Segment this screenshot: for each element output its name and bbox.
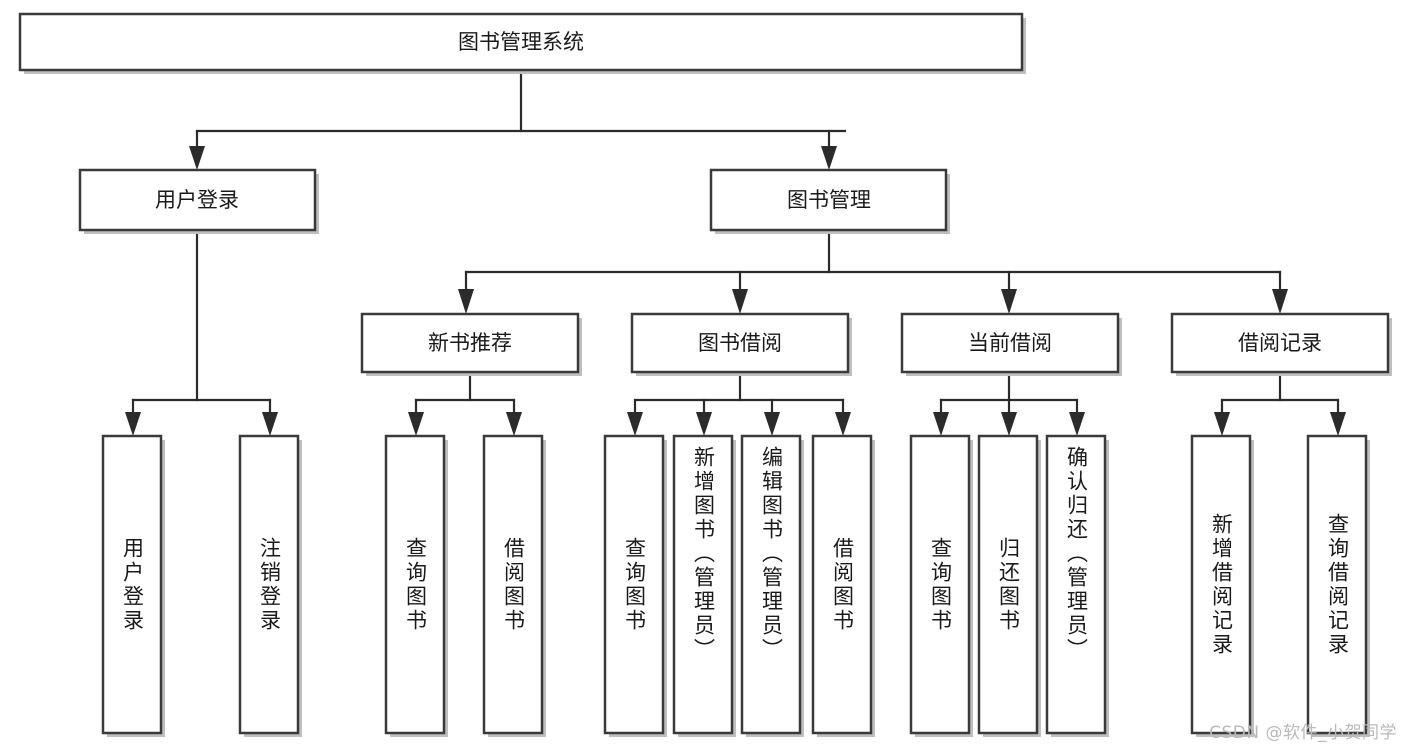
node-leaf-query-record[interactable] [1306, 434, 1370, 737]
node-leaf-query-book-3[interactable] [909, 434, 973, 737]
arrow-head-borrow-record [1272, 289, 1288, 314]
arrow-head-book-manage [821, 146, 837, 170]
arrow-head-book-borrow [732, 289, 748, 314]
node-user-login[interactable]: 用户登录 [78, 168, 319, 234]
connector-newbook-to-leaves [408, 373, 522, 436]
node-borrow-record[interactable]: 借阅记录 [1170, 312, 1392, 376]
arrow-head-user-login [189, 146, 205, 170]
node-book-borrow[interactable]: 图书借阅 [630, 312, 852, 376]
arrow-head-leaf-query-book-1 [408, 412, 424, 436]
node-current-borrow-label: 当前借阅 [968, 331, 1052, 355]
arrow-head-leaf-return-book [1001, 412, 1017, 436]
arrow-head-current-borrow [1001, 289, 1017, 314]
connector-bookborrow-to-leaves [627, 373, 851, 436]
leaf-boxes [101, 434, 1370, 737]
node-root[interactable]: 图书管理系统 [18, 12, 1026, 74]
arrow-head-new-book-recommend [458, 289, 474, 314]
node-leaf-user-login[interactable] [101, 434, 165, 737]
node-current-borrow[interactable]: 当前借阅 [900, 312, 1122, 376]
arrow-head-leaf-confirm-return [1069, 412, 1085, 436]
arrow-head-leaf-edit-book [764, 412, 780, 436]
node-root-label: 图书管理系统 [458, 30, 584, 54]
node-user-login-label: 用户登录 [155, 188, 239, 212]
connector-currentborrow-to-leaves [933, 373, 1085, 436]
arrow-head-leaf-borrow-book-2 [835, 412, 851, 436]
node-book-manage-label: 图书管理 [787, 188, 871, 212]
node-new-book-recommend[interactable]: 新书推荐 [360, 312, 582, 376]
connector-userlogin-to-leaves [125, 230, 278, 436]
node-leaf-borrow-book-2[interactable] [811, 434, 875, 737]
arrow-head-leaf-logout-login [262, 412, 278, 436]
arrow-head-leaf-add-book [696, 412, 712, 436]
connector-borrowrecord-to-leaves [1214, 373, 1346, 436]
node-leaf-query-book-1[interactable] [384, 434, 448, 737]
node-leaf-add-book[interactable] [672, 434, 736, 737]
connector-root-to-level2 [189, 70, 847, 170]
node-leaf-add-record[interactable] [1190, 434, 1254, 737]
node-leaf-confirm-return[interactable] [1045, 434, 1109, 737]
arrow-head-leaf-query-record [1330, 412, 1346, 436]
node-leaf-return-book[interactable] [977, 434, 1041, 737]
arrow-head-leaf-add-record [1214, 412, 1230, 436]
node-book-borrow-label: 图书借阅 [698, 331, 782, 355]
node-leaf-edit-book[interactable] [740, 434, 804, 737]
watermark-csdn: CSDN @软件_小贺同学 [1209, 723, 1397, 743]
arrow-head-leaf-query-book-2 [627, 412, 643, 436]
connector-bookmanage-to-level3 [458, 230, 1288, 314]
node-leaf-query-book-2[interactable] [603, 434, 667, 737]
node-leaf-borrow-book-1[interactable] [482, 434, 546, 737]
node-book-manage[interactable]: 图书管理 [709, 168, 950, 234]
arrow-head-leaf-user-login [125, 412, 141, 436]
node-borrow-record-label: 借阅记录 [1238, 331, 1322, 355]
arrow-head-leaf-borrow-book-1 [506, 412, 522, 436]
node-leaf-logout-login[interactable] [238, 434, 302, 737]
arrow-head-leaf-query-book-3 [933, 412, 949, 436]
node-new-book-recommend-label: 新书推荐 [428, 331, 512, 355]
